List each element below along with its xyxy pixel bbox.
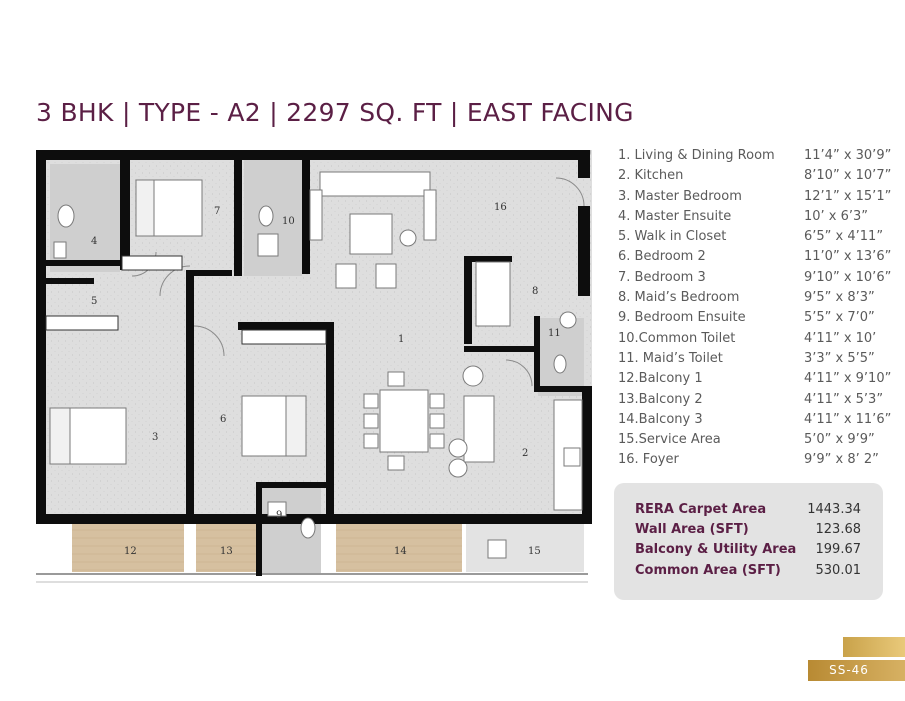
maid-bed [475,261,511,327]
room-name: 15.Service Area [618,432,721,448]
room-dimension: 6’5” x 4’11” [804,229,884,245]
bedroom-2-bed [241,395,307,457]
room-label-6: 6 [220,414,226,425]
balcony-1-floor [72,524,184,572]
room-dimension: 10’ x 6’3” [804,208,869,224]
room-name: 7. Bedroom 3 [618,269,706,285]
area-label: Wall Area (SFT) [635,522,749,537]
room-name: 16. Foyer [618,452,679,468]
area-row: RERA Carpet Area 1443.34 [635,502,861,522]
area-value: 199.67 [815,542,862,557]
room-name: 1. Living & Dining Room [618,148,775,163]
legend-row: 8. Maid’s Bedroom 9’5” x 8’3” [617,290,887,310]
room-dimension: 4’11” x 5’3” [804,391,884,407]
room-dimension: 9’9” x 8’ 2” [804,452,879,468]
room-dimension: 8’10” x 10’7” [804,168,892,184]
floor-plan: 1 2 3 4 5 6 7 8 9 10 11 12 13 14 15 16 [36,150,592,583]
room-label-5: 5 [91,296,97,307]
room-label-7: 7 [214,206,220,217]
wardrobes [45,255,327,345]
legend-row: 11. Maid’s Toilet 3’3” x 5’5” [617,351,887,371]
room-legend: 1. Living & Dining Room 11’4” x 30’9” 2. … [617,148,891,473]
area-label: Common Area (SFT) [635,563,781,578]
area-value: 530.01 [815,563,862,578]
room-name: 2. Kitchen [618,168,684,184]
toilet-fixtures [53,204,577,559]
room-label-8: 8 [532,286,538,297]
legend-row: 5. Walk in Closet 6’5” x 4’11” [617,229,887,249]
legend-row: 12.Balcony 1 4’11” x 9’10” [617,371,891,391]
room-name: 12.Balcony 1 [618,371,703,387]
room-name: 9. Bedroom Ensuite [618,310,746,326]
balcony-3-floor [336,524,462,572]
room-dimension: 11’0” x 13’6” [804,249,892,265]
page-tab [808,660,905,681]
room-dimension: 5’5” x 7’0” [804,310,875,326]
room-name: 11. Maid’s Toilet [618,350,723,366]
room-dimension: 9’10” x 10’6” [804,269,892,285]
room-label-12: 12 [124,546,137,557]
room-label-13: 13 [220,546,233,557]
dining-table [363,371,445,471]
room-name: 3. Master Bedroom [618,188,742,204]
legend-row: 15.Service Area 5’0” x 9’9” [617,432,887,452]
legend-row: 13.Balcony 2 4’11” x 5’3” [617,392,887,412]
master-bed [49,407,127,465]
walls [36,150,592,576]
area-summary: RERA Carpet Area 1443.34 Wall Area (SFT)… [614,483,883,600]
legend-row: 3. Master Bedroom 12’1” x 15’1” [617,188,891,209]
legend-row: 16. Foyer 9’9” x 8’ 2” [617,452,887,472]
page-title: 3 BHK | TYPE - A2 | 2297 SQ. FT | EAST F… [36,98,634,127]
service-area-floor [466,524,584,572]
room-dimension: 4’11” x 9’10” [804,371,892,387]
room-dimension: 12’1” x 15’1” [804,188,892,204]
room-label-16: 16 [494,202,507,213]
room-name: 5. Walk in Closet [618,229,727,245]
room-dimension: 5’0” x 9’9” [804,432,875,448]
bedroom-3-bed [135,179,203,237]
room-name: 8. Maid’s Bedroom [618,290,740,306]
area-value: 123.68 [815,522,862,537]
legend-row: 10.Common Toilet 4’11” x 10’ [617,331,887,351]
area-row: Balcony & Utility Area 199.67 [635,542,861,562]
room-dimension: 3’3” x 5’5” [804,350,875,366]
balcony-2-floor [196,524,256,572]
room-dimension: 4’11” x 11’6” [804,411,892,427]
room-name: 13.Balcony 2 [618,391,703,407]
room-name: 6. Bedroom 2 [618,249,706,265]
room-label-9: 9 [276,510,282,521]
room-dimension: 4’11” x 10’ [804,330,877,346]
area-value: 1443.34 [807,502,861,517]
legend-row: 6. Bedroom 2 11’0” x 13’6” [617,249,891,269]
room-dimension: 9’5” x 8’3” [804,290,875,306]
room-label-2: 2 [522,448,528,459]
area-row: Common Area (SFT) 530.01 [635,563,861,583]
room-label-1: 1 [398,334,404,345]
area-row: Wall Area (SFT) 123.68 [635,522,861,542]
legend-row: 7. Bedroom 3 9’10” x 10’6” [617,269,891,290]
legend-row: 14.Balcony 3 4’11” x 11’6” [617,411,891,432]
room-label-3: 3 [152,432,158,443]
kitchen-counter [448,365,583,511]
room-label-15: 15 [528,546,541,557]
room-label-14: 14 [394,546,407,557]
room-label-10: 10 [282,216,295,227]
legend-row: 4. Master Ensuite 10’ x 6’3” [617,209,887,229]
room-dimension: 11’4” x 30’9” [804,148,892,163]
room-name: 10.Common Toilet [618,330,736,346]
room-label-4: 4 [91,236,97,247]
room-name: 4. Master Ensuite [618,208,732,224]
legend-row: 2. Kitchen 8’10” x 10’7” [617,168,891,188]
room-name: 14.Balcony 3 [618,411,703,427]
room-label-11: 11 [548,328,561,339]
area-label: Balcony & Utility Area [635,542,797,557]
sofa-set [309,171,437,289]
legend-row: 1. Living & Dining Room 11’4” x 30’9” [617,148,891,168]
legend-row: 9. Bedroom Ensuite 5’5” x 7’0” [617,310,887,330]
area-label: RERA Carpet Area [635,502,767,517]
gold-accent-bar [843,637,905,657]
page-number: SS-46 [829,663,869,677]
